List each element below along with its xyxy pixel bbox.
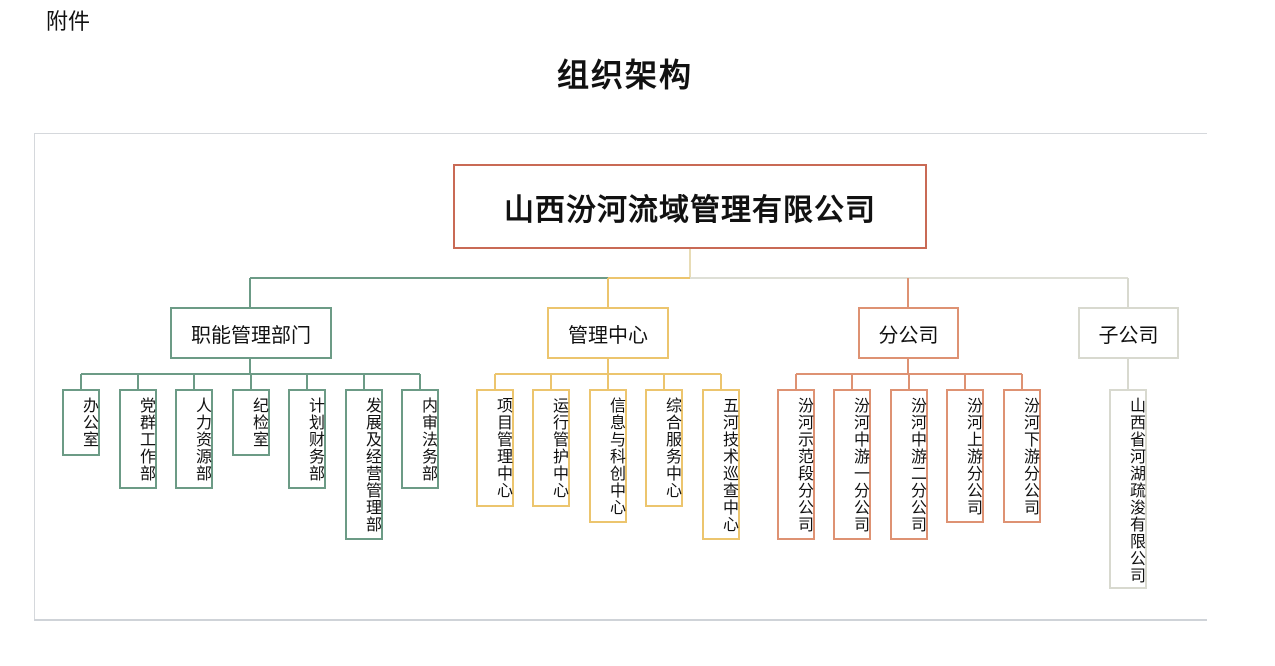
unit-box: 运行管护中心 [532, 389, 570, 507]
unit-box: 计划财务部 [288, 389, 326, 489]
page-title: 组织架构 [556, 56, 693, 94]
unit-box: 汾河中游二分公司 [890, 389, 928, 540]
unit-box: 办公室 [62, 389, 100, 456]
attachment-label: 附件 [46, 10, 91, 35]
unit-box: 纪检室 [232, 389, 270, 456]
unit-box: 人力资源部 [175, 389, 213, 489]
unit-box: 发展及经营管理部 [345, 389, 383, 540]
branch-box-branch-companies: 分公司 [858, 307, 959, 359]
branch-box-management-centers: 管理中心 [547, 307, 669, 359]
org-root-box: 山西汾河流域管理有限公司 [453, 164, 927, 249]
unit-box: 信息与科创中心 [589, 389, 627, 523]
unit-box: 汾河下游分公司 [1003, 389, 1041, 523]
unit-box: 汾河示范段分公司 [777, 389, 815, 540]
unit-box: 内审法务部 [401, 389, 439, 489]
chart-bottom-border [34, 619, 1207, 621]
unit-box: 汾河上游分公司 [946, 389, 984, 523]
branch-box-subsidiaries: 子公司 [1078, 307, 1179, 359]
unit-box: 综合服务中心 [645, 389, 683, 507]
unit-box: 山西省河湖疏浚有限公司 [1109, 389, 1147, 589]
unit-box: 五河技术巡查中心 [702, 389, 740, 540]
unit-box: 项目管理中心 [476, 389, 514, 507]
unit-box: 党群工作部 [119, 389, 157, 489]
branch-box-functional-departments: 职能管理部门 [170, 307, 332, 359]
unit-box: 汾河中游一分公司 [833, 389, 871, 540]
